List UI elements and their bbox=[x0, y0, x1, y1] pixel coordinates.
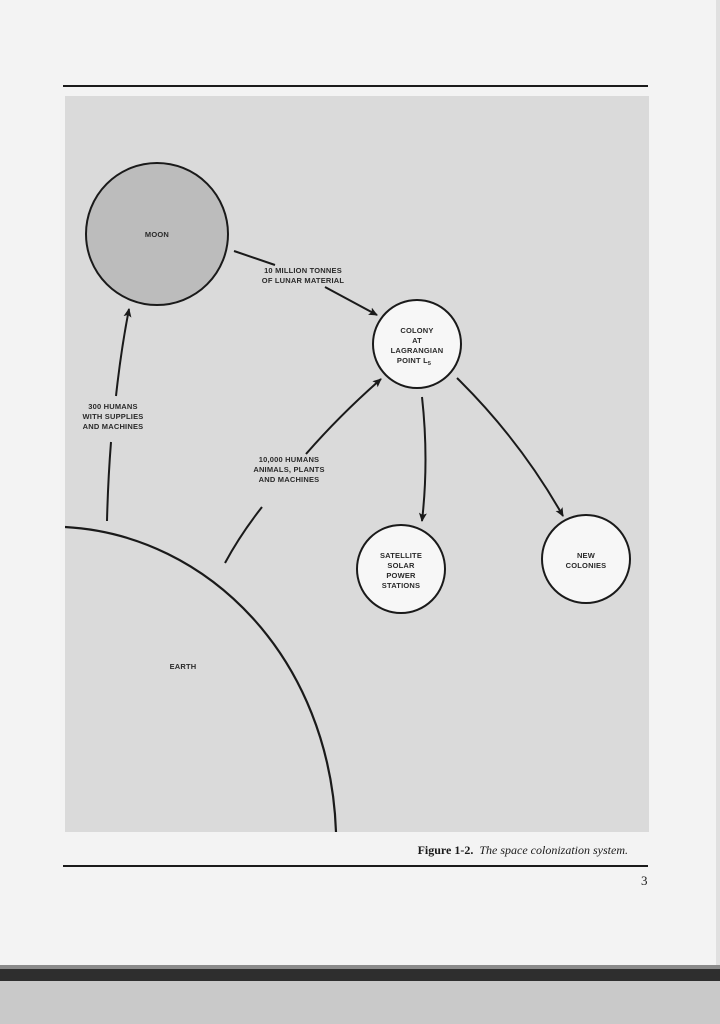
figure-caption: Figure 1-2. The space colonization syste… bbox=[418, 843, 628, 858]
satellite-label: SATELLITE SOLAR POWER STATIONS bbox=[380, 551, 422, 590]
new-colonies-label: NEW COLONIES bbox=[566, 551, 607, 570]
scanner-background bbox=[0, 981, 720, 1024]
colony-circle bbox=[372, 299, 462, 389]
moon-circle bbox=[85, 162, 229, 306]
caption-text: The space colonization system. bbox=[479, 843, 628, 857]
edge-label-earth-colony: 10,000 HUMANS ANIMALS, PLANTS AND MACHIN… bbox=[253, 455, 324, 484]
edge-label-line: WITH SUPPLIES bbox=[83, 412, 144, 421]
edge-label-line: AND MACHINES bbox=[83, 422, 144, 431]
satellite-label-line: POWER bbox=[386, 571, 416, 580]
arrow-earth-colony bbox=[305, 378, 382, 455]
satellite-label-line: SOLAR bbox=[387, 561, 415, 570]
edge-label-line: 10 MILLION TONNES bbox=[264, 266, 342, 275]
edge-label-line: OF LUNAR MATERIAL bbox=[262, 276, 345, 285]
colony-point: POINT L bbox=[397, 356, 428, 365]
colony-label-line: COLONY bbox=[400, 326, 433, 335]
earth-circle bbox=[65, 525, 338, 832]
moon-label: MOON bbox=[145, 230, 169, 239]
new-colonies-circle bbox=[541, 514, 631, 604]
satellite-label-line: SATELLITE bbox=[380, 551, 422, 560]
colony-label-line: AT bbox=[412, 336, 422, 345]
arrow-moon-colony bbox=[324, 286, 378, 316]
colony-label-line: LAGRANGIAN bbox=[391, 346, 444, 355]
scan-edge-band bbox=[0, 969, 720, 981]
edge-label-line: 10,000 HUMANS bbox=[259, 455, 320, 464]
edge-label-earth-moon: 300 HUMANS WITH SUPPLIES AND MACHINES bbox=[83, 402, 144, 431]
arrow-colony-new-colonies bbox=[456, 377, 564, 517]
colony-subscript: 5 bbox=[428, 361, 431, 367]
new-colonies-label-line: NEW bbox=[577, 551, 596, 560]
arrow-earth-moon-tail bbox=[106, 441, 112, 522]
edge-label-line: 300 HUMANS bbox=[88, 402, 138, 411]
page-edge bbox=[716, 0, 720, 965]
earth-label: EARTH bbox=[170, 662, 197, 671]
scan-shadow bbox=[0, 965, 720, 969]
new-colonies-label-line: COLONIES bbox=[566, 561, 607, 570]
edge-label-moon-colony: 10 MILLION TONNES OF LUNAR MATERIAL bbox=[262, 266, 345, 285]
edge-label-line: AND MACHINES bbox=[259, 475, 320, 484]
arrow-colony-satellite bbox=[418, 396, 427, 522]
colony-label-line: POINT L5 bbox=[397, 356, 431, 367]
arrow-earth-moon bbox=[115, 308, 132, 397]
satellite-label-line: STATIONS bbox=[382, 581, 420, 590]
edge-label-line: ANIMALS, PLANTS bbox=[253, 465, 324, 474]
page-number: 3 bbox=[641, 873, 648, 888]
arrow-moon-colony-tail bbox=[233, 250, 276, 266]
colony-label: COLONY AT LAGRANGIAN POINT L5 bbox=[391, 326, 444, 367]
satellite-circle bbox=[356, 524, 446, 614]
arrow-earth-colony-tail bbox=[224, 506, 263, 564]
caption-label: Figure 1-2. bbox=[417, 843, 474, 857]
